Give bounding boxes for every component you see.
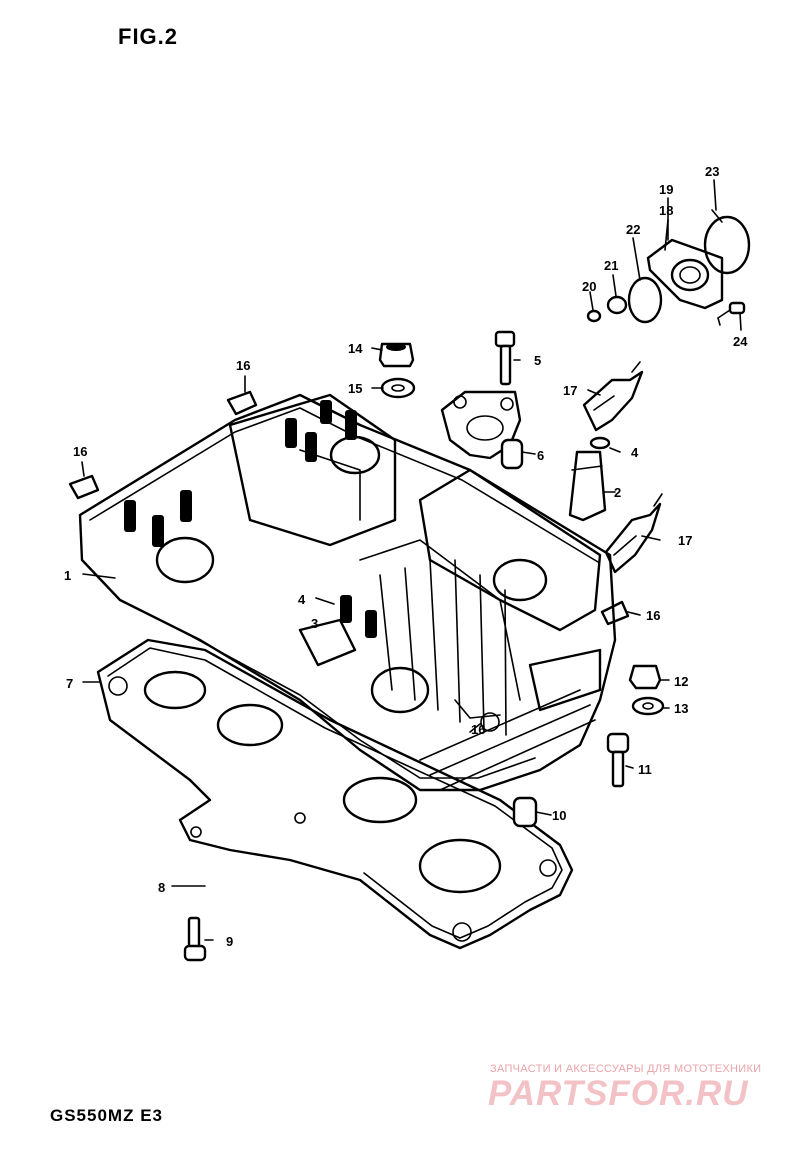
nut-14	[378, 342, 415, 368]
watermark-tagline: ЗАПЧАСТИ И АКСЕССУАРЫ ДЛЯ МОТОТЕХНИКИ	[490, 1063, 762, 1075]
callout-3: 3	[311, 616, 318, 631]
bolt-5	[494, 330, 516, 386]
callout-17a: 17	[563, 383, 577, 398]
spark-plug-lower	[604, 493, 663, 574]
callout-21: 21	[604, 258, 618, 273]
callout-12: 12	[674, 674, 688, 689]
callout-15: 15	[348, 381, 362, 396]
o-ring-4	[589, 436, 611, 450]
callout-9: 9	[226, 934, 233, 949]
dowel-6	[500, 438, 524, 470]
callout-4a: 4	[298, 592, 306, 607]
callout-16a: 16	[236, 358, 250, 373]
dowel-10	[512, 796, 538, 828]
callout-6: 6	[537, 448, 544, 463]
o-ring-22	[627, 276, 663, 324]
callout-labels: 1 2 3 4 4 5 6 7 8 9 10 11 12 13 14 15 16…	[64, 164, 748, 949]
cap-16-left-top	[226, 390, 258, 416]
bolt-9	[183, 916, 207, 962]
callout-16c: 16	[646, 608, 660, 623]
cap-16-right	[600, 600, 630, 626]
callout-10: 10	[552, 808, 566, 823]
callout-2: 2	[614, 485, 621, 500]
intake-pipe-18	[646, 238, 724, 310]
tube-2	[568, 450, 607, 522]
callout-17b: 17	[678, 533, 692, 548]
callout-16b: 16	[73, 444, 87, 459]
callout-4b: 4	[631, 445, 639, 460]
callout-22: 22	[626, 222, 640, 237]
bolt-11	[606, 732, 630, 788]
callout-11: 11	[638, 762, 652, 777]
callout-7: 7	[66, 676, 73, 691]
callout-23: 23	[705, 164, 719, 179]
callout-16d: 16	[471, 722, 485, 737]
callout-19: 19	[659, 182, 673, 197]
nut-12	[628, 664, 662, 690]
figure-title: FIG.2	[118, 24, 179, 49]
washer-15	[380, 377, 416, 399]
callout-5: 5	[534, 353, 541, 368]
washer-21	[606, 295, 628, 315]
clamp-23	[703, 209, 751, 275]
callout-18: 18	[659, 203, 673, 218]
callout-1: 1	[64, 568, 71, 583]
watermark-logo: PARTSFOR.RU	[488, 1074, 749, 1113]
cap-16-left	[68, 474, 100, 500]
callout-8: 8	[158, 880, 165, 895]
cylinder-head	[78, 393, 617, 792]
callout-13: 13	[674, 701, 688, 716]
head-gasket	[96, 638, 574, 950]
washer-13	[631, 696, 665, 716]
callout-24: 24	[733, 334, 748, 349]
callout-14: 14	[348, 341, 363, 356]
model-code: GS550MZ E3	[50, 1106, 163, 1125]
screw-24	[717, 301, 746, 319]
spark-plug-upper	[582, 361, 644, 432]
leader-lines	[81, 179, 742, 941]
screw-20	[586, 309, 602, 323]
callout-20: 20	[582, 279, 596, 294]
